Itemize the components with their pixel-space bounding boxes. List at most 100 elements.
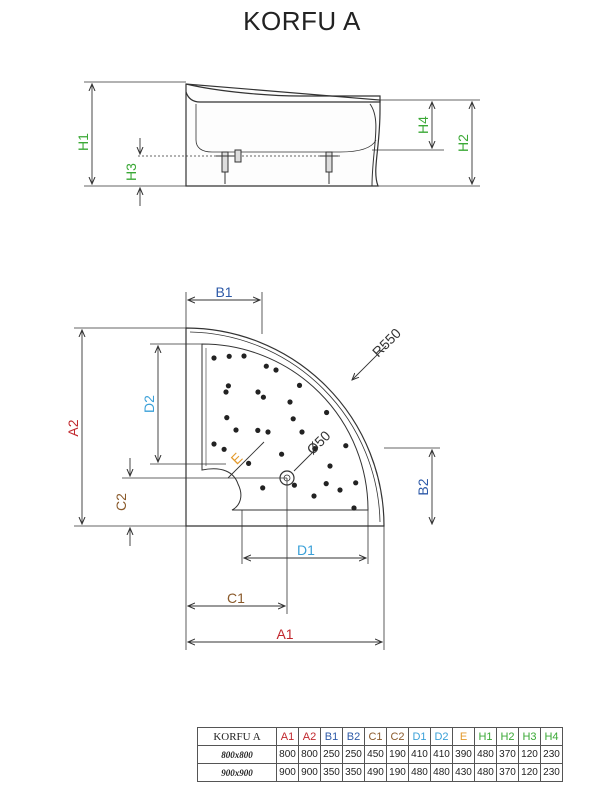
label-b2: B2 bbox=[415, 478, 431, 495]
spec-cell: 800 bbox=[298, 745, 321, 764]
spec-cell: 370 bbox=[496, 745, 519, 764]
anti-slip-dot bbox=[246, 460, 252, 466]
label-h4: H4 bbox=[415, 116, 431, 134]
anti-slip-dot bbox=[241, 353, 247, 359]
spec-cell: 480 bbox=[408, 763, 431, 782]
label-d2: D2 bbox=[141, 395, 157, 413]
spec-cell: 800x800 bbox=[197, 745, 277, 764]
label-h1: H1 bbox=[75, 133, 91, 151]
tray-foot-left bbox=[216, 149, 242, 184]
spec-cell: 250 bbox=[320, 745, 343, 764]
anti-slip-dot bbox=[296, 382, 303, 388]
spec-cell: 370 bbox=[496, 763, 519, 782]
anti-slip-dot bbox=[291, 482, 297, 488]
spec-header-cell: H3 bbox=[518, 727, 541, 746]
anti-slip-dot bbox=[351, 505, 357, 511]
label-d1: D1 bbox=[297, 542, 315, 558]
tray-body bbox=[185, 83, 381, 187]
page-title: KORFU A bbox=[243, 6, 361, 36]
anti-slip-dot bbox=[211, 441, 217, 447]
anti-slip-dot bbox=[279, 451, 285, 457]
anti-slip-dot bbox=[221, 446, 227, 452]
spec-cell: 480 bbox=[430, 763, 453, 782]
anti-slip-dot bbox=[337, 487, 343, 493]
anti-slip-dot bbox=[324, 409, 330, 416]
anti-slip-dot bbox=[260, 485, 266, 491]
anti-slip-dots bbox=[211, 353, 359, 511]
label-a1: A1 bbox=[276, 626, 293, 642]
spec-cell: 120 bbox=[518, 745, 541, 764]
spec-cell: 250 bbox=[342, 745, 365, 764]
spec-header-cell: C1 bbox=[364, 727, 387, 746]
anti-slip-dot bbox=[223, 389, 229, 395]
tray-foot-right bbox=[320, 151, 338, 184]
anti-slip-dot bbox=[226, 353, 232, 359]
spec-cell: 450 bbox=[364, 745, 387, 764]
basin-outline bbox=[201, 343, 369, 511]
spec-header-cell: KORFU A bbox=[197, 727, 277, 746]
label-a2: A2 bbox=[65, 419, 81, 436]
anti-slip-dot bbox=[299, 429, 305, 435]
spec-header-cell: D1 bbox=[408, 727, 431, 746]
anti-slip-dot bbox=[290, 416, 296, 422]
anti-slip-dot bbox=[225, 383, 231, 389]
spec-header-cell: A1 bbox=[276, 727, 299, 746]
label-drain: Ø50 bbox=[303, 427, 333, 457]
spec-cell: 800 bbox=[276, 745, 299, 764]
spec-cell: 230 bbox=[540, 763, 563, 782]
spec-header-cell: C2 bbox=[386, 727, 409, 746]
spec-cell: 410 bbox=[408, 745, 431, 764]
spec-cell: 900 bbox=[276, 763, 299, 782]
spec-header-cell: E bbox=[452, 727, 475, 746]
label-e: E bbox=[228, 450, 246, 468]
anti-slip-dot bbox=[327, 463, 333, 469]
side-view bbox=[84, 81, 480, 206]
spec-header-cell: D2 bbox=[430, 727, 453, 746]
label-radius: R550 bbox=[369, 325, 404, 360]
label-b1: B1 bbox=[215, 284, 232, 300]
spec-cell: 350 bbox=[342, 763, 365, 782]
label-c2: C2 bbox=[113, 493, 129, 511]
anti-slip-dot bbox=[211, 355, 217, 361]
anti-slip-dot bbox=[233, 427, 239, 433]
spec-cell: 230 bbox=[540, 745, 563, 764]
anti-slip-dot bbox=[265, 429, 271, 435]
spec-header-cell: B2 bbox=[342, 727, 365, 746]
spec-cell: 480 bbox=[474, 745, 497, 764]
label-h2: H2 bbox=[455, 134, 471, 152]
label-c1: C1 bbox=[227, 590, 245, 606]
spec-cell: 900 bbox=[298, 763, 321, 782]
anti-slip-dot bbox=[311, 493, 317, 499]
top-view bbox=[74, 292, 440, 650]
anti-slip-dot bbox=[343, 443, 349, 449]
spec-header-cell: B1 bbox=[320, 727, 343, 746]
anti-slip-dot bbox=[312, 446, 318, 452]
technical-drawing: H1 H3 H4 H2 bbox=[65, 81, 480, 650]
spec-cell: 390 bbox=[452, 745, 475, 764]
spec-cell: 410 bbox=[430, 745, 453, 764]
spec-header-cell: H2 bbox=[496, 727, 519, 746]
anti-slip-dot bbox=[273, 367, 279, 373]
anti-slip-dot bbox=[263, 363, 269, 369]
spec-cell: 120 bbox=[518, 763, 541, 782]
anti-slip-dot bbox=[353, 480, 359, 486]
spec-cell: 480 bbox=[474, 763, 497, 782]
tray-rim bbox=[185, 83, 381, 103]
spec-header-cell: H1 bbox=[474, 727, 497, 746]
spec-header-cell: A2 bbox=[298, 727, 321, 746]
anti-slip-dot bbox=[255, 427, 261, 433]
anti-slip-dot bbox=[224, 415, 230, 421]
spec-header-cell: H4 bbox=[540, 727, 563, 746]
anti-slip-dot bbox=[260, 394, 266, 400]
spec-cell: 190 bbox=[386, 763, 409, 782]
anti-slip-dot bbox=[287, 399, 293, 405]
anti-slip-dot bbox=[255, 389, 261, 395]
tray-outline bbox=[185, 327, 385, 527]
label-h3: H3 bbox=[123, 163, 139, 181]
spec-cell: 190 bbox=[386, 745, 409, 764]
spec-cell: 490 bbox=[364, 763, 387, 782]
